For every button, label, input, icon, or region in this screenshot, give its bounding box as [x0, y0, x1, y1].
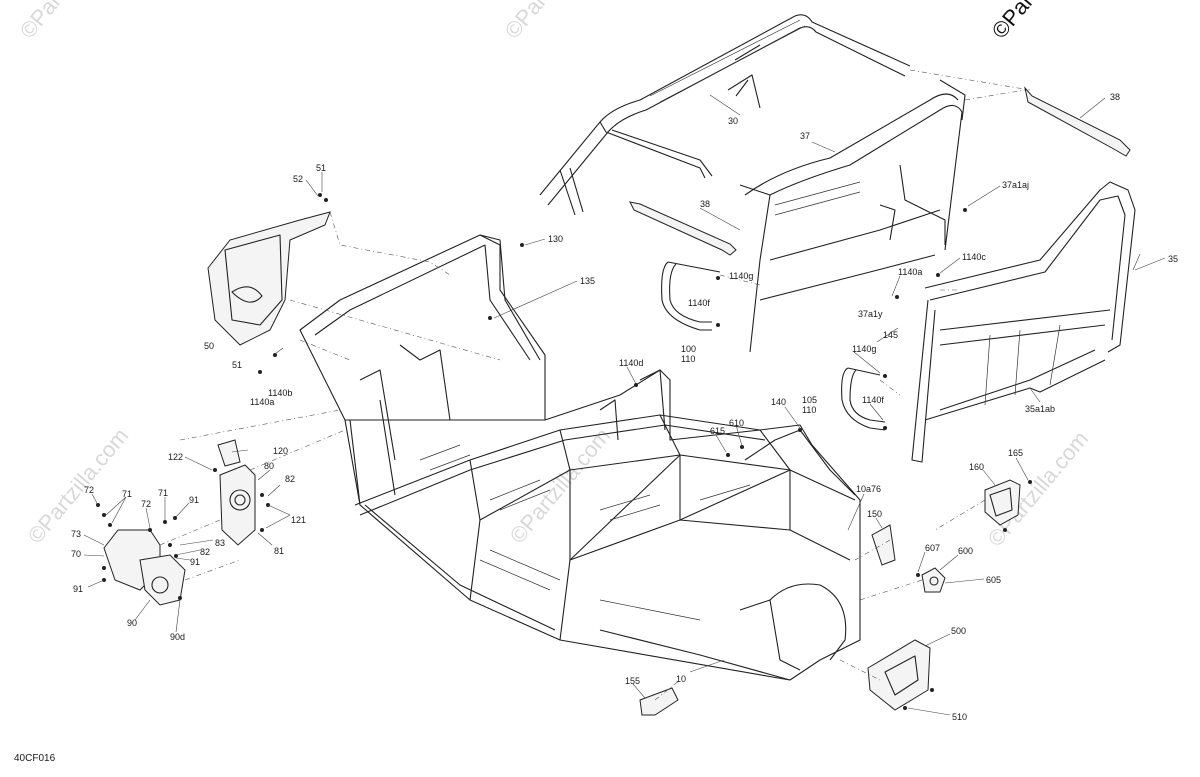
bracket-50: [207, 211, 331, 346]
callout-73: 73: [71, 529, 81, 539]
callout-110: 110: [802, 405, 816, 415]
plate-155: [639, 687, 679, 716]
callout-615: 615: [710, 426, 725, 436]
callout-30: 30: [728, 116, 738, 126]
callout-500: 500: [951, 626, 966, 636]
roll-cage-37: [739, 79, 966, 353]
bracket-120: [217, 439, 241, 467]
roof-rail-38-right: [1024, 86, 1131, 157]
leader-lines: [83, 94, 1166, 716]
callout-1140f: 1140f: [688, 298, 710, 308]
skid-plate-500: [867, 639, 931, 711]
callout-607: 607: [925, 543, 940, 553]
callout-1140g: 1140g: [729, 271, 753, 281]
callout-135: 135: [580, 276, 595, 286]
callout-150: 150: [867, 509, 882, 519]
callout-105: 105: [802, 395, 817, 405]
callout-122: 122: [168, 452, 183, 462]
callout-72: 72: [141, 499, 151, 509]
callout-121: 121: [291, 515, 306, 525]
callout-91: 91: [189, 495, 199, 505]
bracket-80: [219, 464, 256, 546]
roll-cage-30: [539, 14, 911, 216]
callout-83: 83: [215, 538, 225, 548]
callout-155: 155: [625, 676, 640, 686]
grab-handle-100: [661, 261, 721, 331]
callout-510: 510: [952, 712, 967, 722]
callout-37a1y: 37a1y: [858, 309, 883, 319]
watermark-corner: ©Partzilla: [987, 0, 1067, 43]
callout-80: 80: [264, 461, 274, 471]
callout-38: 38: [700, 199, 710, 209]
callout-90d: 90d: [170, 632, 185, 642]
door-frame-35: [911, 181, 1136, 463]
callout-51: 51: [232, 360, 242, 370]
callout-145: 145: [883, 330, 898, 340]
watermark-tiles: ©Partzilla.com ©Partzilla.com ©Partzilla…: [15, 0, 1094, 551]
callout-140: 140: [771, 397, 786, 407]
callout-600: 600: [958, 546, 973, 556]
callout-1140c: 1140c: [962, 252, 986, 262]
callout-35a1ab: 35a1ab: [1025, 404, 1055, 414]
watermark-tile: ©Partzilla.com: [500, 0, 611, 43]
callout-1140g: 1140g: [852, 344, 876, 354]
callout-50: 50: [204, 341, 214, 351]
callout-81: 81: [274, 546, 284, 556]
callout-35: 35: [1168, 254, 1178, 264]
callout-70: 70: [71, 549, 81, 559]
callout-605: 605: [986, 575, 1001, 585]
bracket-600: [921, 567, 946, 593]
callout-90: 90: [127, 618, 137, 628]
callout-71: 71: [122, 489, 132, 499]
callout-82: 82: [285, 474, 295, 484]
assembly-lines: [159, 69, 1031, 701]
callout-160: 160: [969, 462, 984, 472]
callout-10: 10: [676, 674, 686, 684]
callout-91: 91: [190, 557, 200, 567]
callout-37: 37: [800, 131, 810, 141]
callout-labels: 30 37 38 38 37a1aj 35 51 52 130 135 1140…: [71, 92, 1178, 722]
callout-72: 72: [84, 485, 94, 495]
callout-1140a: 1140a: [898, 267, 922, 277]
callout-91: 91: [73, 584, 83, 594]
callout-165: 165: [1008, 448, 1023, 458]
callout-130: 130: [548, 234, 563, 244]
main-frame-10: [299, 234, 861, 681]
callout-71: 71: [158, 488, 168, 498]
callout-110: 110: [681, 354, 695, 364]
grab-handle-105: [841, 367, 886, 431]
callout-1140f: 1140f: [862, 395, 884, 405]
watermark-tile: ©Partzilla.com: [15, 0, 126, 43]
diagram-code: 40CF016: [14, 753, 56, 764]
callout-82: 82: [200, 547, 210, 557]
callout-38: 38: [1110, 92, 1120, 102]
plate-150: [871, 524, 896, 566]
callout-37a1aj: 37a1aj: [1002, 180, 1029, 190]
callout-1140d: 1140d: [619, 358, 643, 368]
callout-1140b: 1140b: [268, 388, 292, 398]
callout-52: 52: [293, 174, 303, 184]
callout-120: 120: [273, 446, 288, 456]
callout-1140a: 1140a: [250, 397, 274, 407]
callout-51: 51: [316, 163, 326, 173]
roof-rail-38-left: [629, 201, 737, 256]
callout-10a76: 10a76: [856, 484, 881, 494]
callout-610: 610: [729, 418, 744, 428]
callout-100: 100: [681, 344, 696, 354]
bracket-160: [984, 479, 1021, 526]
